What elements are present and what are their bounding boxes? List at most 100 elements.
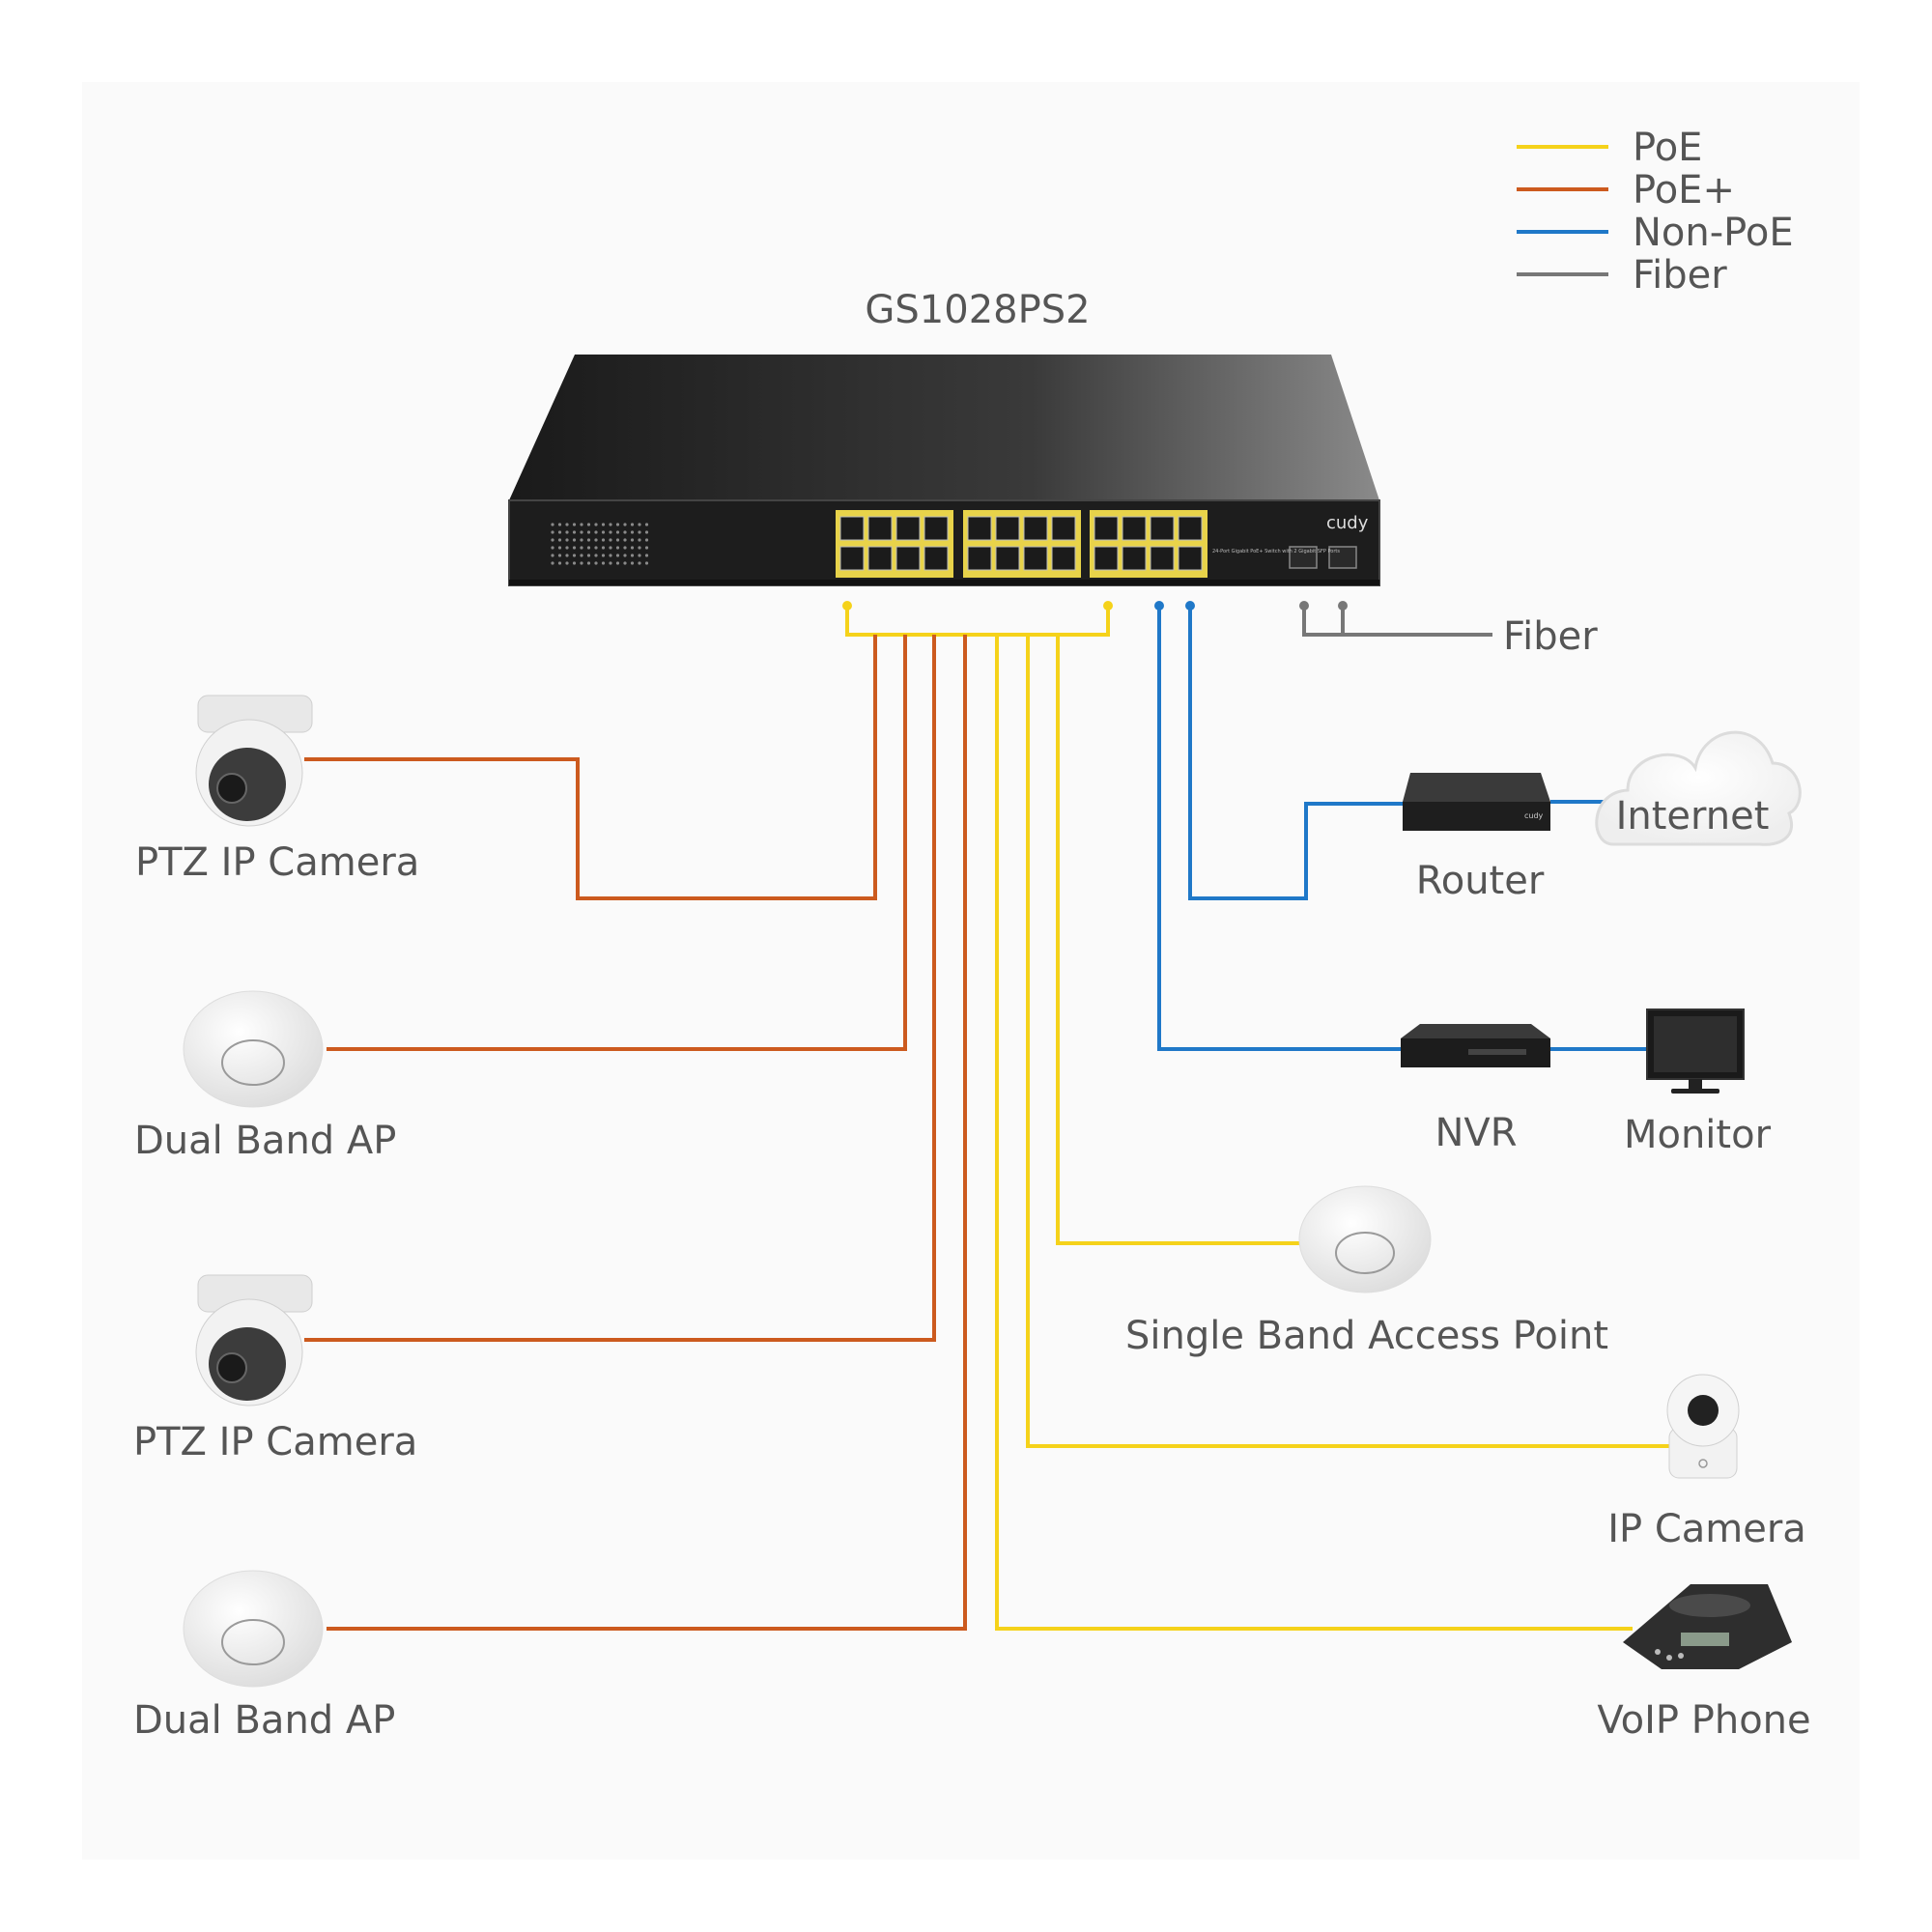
status-led — [601, 561, 606, 565]
status-led — [551, 554, 554, 557]
status-led — [623, 554, 627, 557]
status-led — [580, 523, 583, 526]
status-led — [572, 561, 577, 565]
rj45-port — [1122, 546, 1147, 571]
fiber-connector-dot — [1299, 601, 1309, 611]
status-led — [644, 561, 649, 565]
status-led — [572, 554, 577, 557]
rj45-port — [923, 516, 949, 541]
device-label-monitor: Monitor — [1624, 1113, 1772, 1157]
status-led — [572, 546, 577, 550]
status-led — [586, 561, 591, 565]
poe-plus-line-cam2 — [304, 635, 936, 1342]
status-led — [594, 530, 598, 534]
status-led — [644, 538, 649, 542]
status-led — [557, 523, 562, 526]
rj45-port — [1051, 516, 1076, 541]
status-led — [551, 546, 554, 550]
status-led — [615, 546, 620, 550]
status-led — [615, 538, 620, 542]
status-led — [623, 538, 627, 542]
fiber-line-1 — [1302, 606, 1492, 637]
router-icon: cudy — [1403, 773, 1550, 831]
status-led — [623, 546, 627, 550]
router-brand-logo: cudy — [1524, 811, 1544, 820]
nvr-icon — [1401, 1024, 1550, 1067]
status-led — [586, 530, 591, 534]
status-led — [551, 538, 554, 542]
status-led — [572, 523, 577, 526]
non-poe-connector-dot — [1154, 601, 1164, 611]
status-led — [572, 530, 577, 534]
rj45-port — [867, 516, 893, 541]
status-led — [630, 561, 635, 565]
status-led — [615, 523, 620, 526]
non-poe-line-router — [1188, 606, 1406, 900]
device-label-voip-phone: VoIP Phone — [1597, 1698, 1810, 1743]
ip-camera-icon — [1666, 1374, 1740, 1479]
status-led — [623, 530, 627, 534]
rj45-port — [867, 546, 893, 571]
status-led — [551, 523, 554, 526]
poe-connector-dot — [1103, 601, 1113, 611]
status-led — [615, 530, 620, 534]
rj45-port — [923, 546, 949, 571]
status-led — [580, 561, 583, 565]
device-label-nvr: NVR — [1435, 1111, 1517, 1155]
device-label-single-band-ap: Single Band Access Point — [1125, 1314, 1608, 1358]
poe-connector-dot — [842, 601, 852, 611]
legend: PoE PoE+ Non-PoE Fiber — [1517, 126, 1794, 298]
switch-brand-logo: cudy — [1326, 513, 1369, 533]
dual-band-ap-icon — [183, 990, 324, 1108]
legend-label-fiber: Fiber — [1633, 253, 1727, 298]
status-led — [557, 530, 562, 534]
status-led — [638, 561, 641, 565]
status-led — [557, 554, 562, 557]
status-led — [644, 546, 649, 550]
status-led — [601, 554, 606, 557]
rj45-port — [1051, 546, 1076, 571]
rj45-port — [1094, 516, 1119, 541]
status-led — [638, 538, 641, 542]
status-led — [644, 523, 649, 526]
status-led — [638, 546, 641, 550]
status-led — [586, 546, 591, 550]
status-led — [601, 538, 606, 542]
rj45-port — [1122, 516, 1147, 541]
status-led — [580, 530, 583, 534]
fiber-connector-dot — [1338, 601, 1348, 611]
status-led — [644, 554, 649, 557]
rj45-port — [995, 516, 1020, 541]
status-led — [551, 561, 554, 565]
status-led — [609, 561, 612, 565]
device-label-dual-band-ap-1: Dual Band AP — [134, 1119, 396, 1163]
rj45-port — [1023, 516, 1048, 541]
status-led — [601, 530, 606, 534]
switch-top-cover — [509, 355, 1379, 500]
non-poe-line-nvr — [1157, 606, 1401, 1051]
rj45-port — [967, 546, 992, 571]
poe-plus-line-cam1 — [304, 635, 877, 900]
background-panel — [82, 82, 1860, 1860]
dual-band-ap-icon — [183, 1570, 324, 1688]
status-led — [572, 538, 577, 542]
status-led — [630, 538, 635, 542]
status-led — [580, 538, 583, 542]
poe-line-ipcam — [1026, 635, 1676, 1448]
poe-line-voip — [995, 635, 1633, 1631]
rj45-port — [1023, 546, 1048, 571]
poe-line-sbap — [1056, 635, 1299, 1245]
status-led — [594, 546, 598, 550]
status-led — [594, 554, 598, 557]
status-led — [630, 554, 635, 557]
status-led — [630, 546, 635, 550]
status-led — [630, 523, 635, 526]
status-led — [630, 530, 635, 534]
device-label-ptz-camera-2: PTZ IP Camera — [133, 1420, 417, 1464]
rj45-port — [1150, 546, 1175, 571]
device-label-dual-band-ap-2: Dual Band AP — [133, 1698, 395, 1743]
status-led — [565, 546, 569, 550]
ptz-ip-camera-icon — [195, 1274, 313, 1406]
status-led — [623, 561, 627, 565]
status-led — [594, 538, 598, 542]
